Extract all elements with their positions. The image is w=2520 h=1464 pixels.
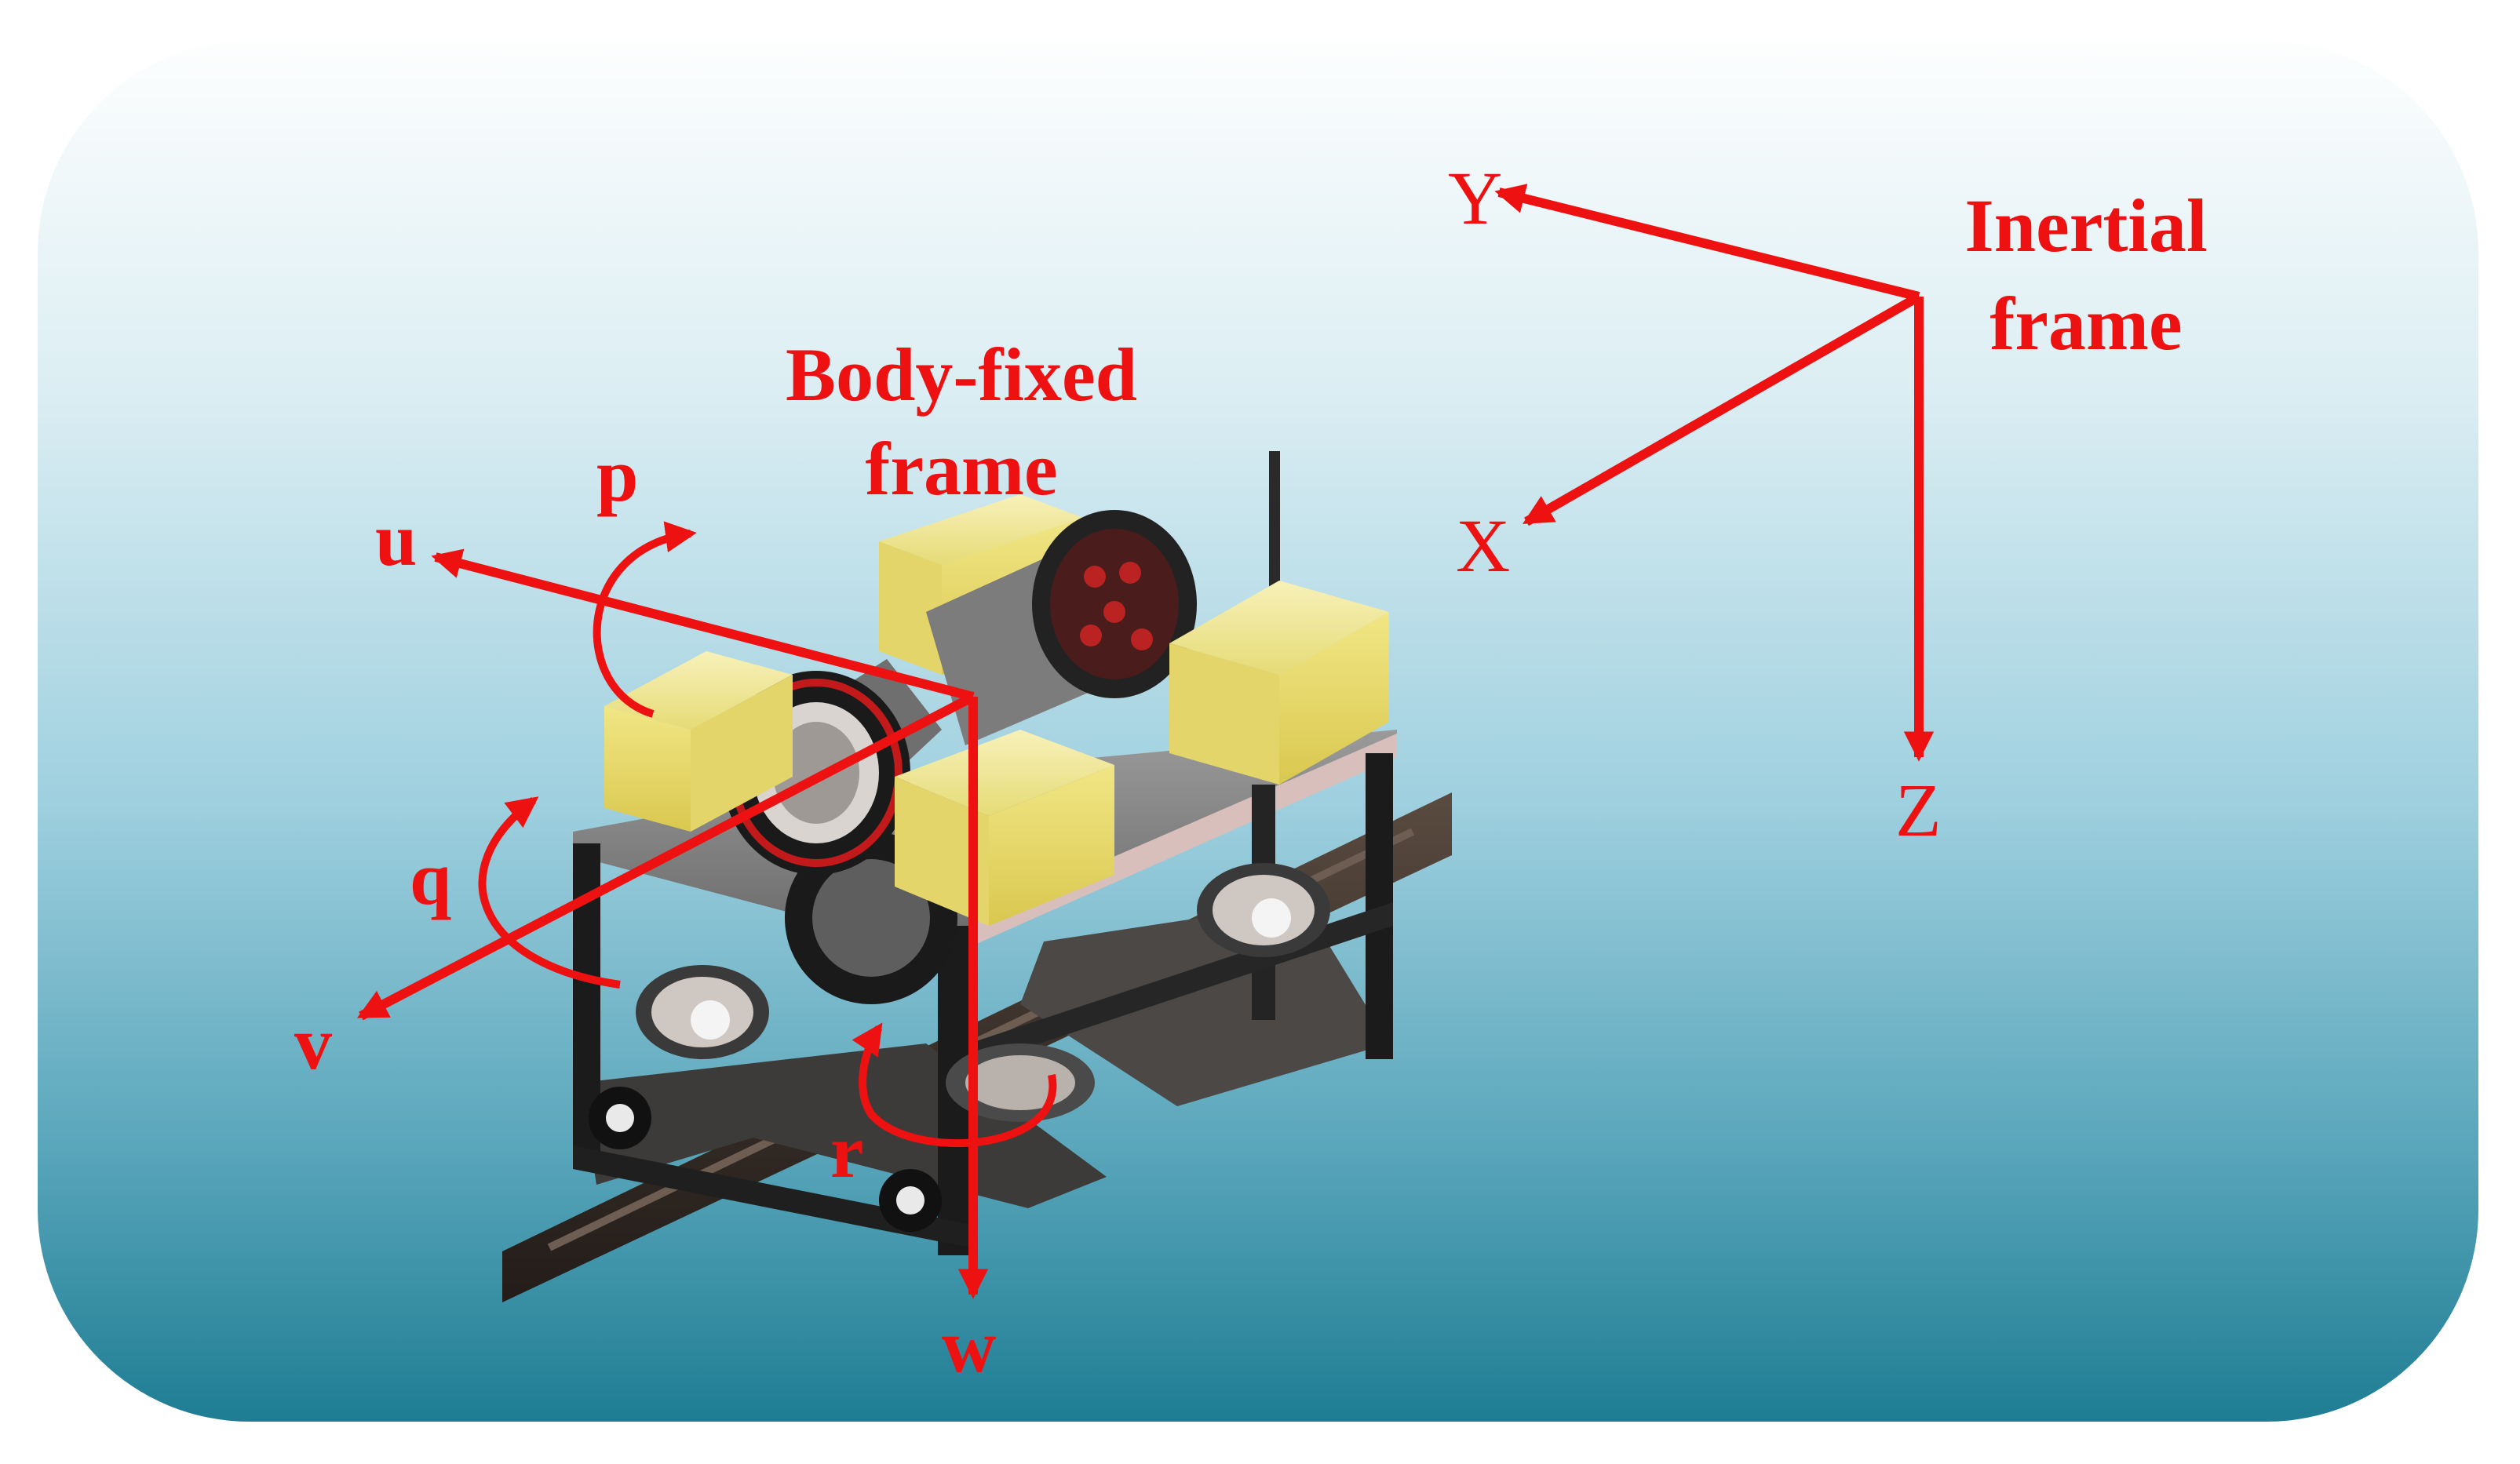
- yaw-rotation-arc: [852, 1022, 1057, 1148]
- body-frame-title-line2: frame: [865, 427, 1057, 511]
- thruster-left: [636, 965, 769, 1059]
- body-frame-title-line1: Body-fixed: [786, 333, 1137, 417]
- body-q-label: q: [410, 836, 451, 920]
- body-p-label: p: [596, 433, 638, 517]
- inertial-frame: Y X Z Inertial frame: [1448, 156, 2208, 852]
- wheel-left-hub: [606, 1104, 634, 1132]
- body-u-label: u: [375, 497, 417, 581]
- inertial-x-axis: [1523, 292, 1921, 526]
- frame-rail-bottom: [573, 1145, 969, 1247]
- inertial-x-label: X: [1456, 504, 1510, 588]
- inertial-frame-title-line1: Inertial: [1964, 184, 2207, 268]
- rov-icon: [502, 451, 1452, 1302]
- roll-rotation-arc: [593, 521, 697, 718]
- body-v-label: v: [294, 1001, 332, 1085]
- body-fixed-frame: u v w p q r Body-fixed frame: [294, 333, 1137, 1388]
- body-v-axis: [356, 692, 976, 1021]
- thruster-right: [1197, 863, 1330, 957]
- light-cylinder: [926, 510, 1197, 745]
- buoyancy-box-right: [1169, 581, 1389, 785]
- inertial-y-axis: [1494, 184, 1920, 301]
- inertial-z-label: Z: [1895, 768, 1942, 852]
- pitch-rotation-arc: [478, 796, 621, 989]
- inertial-y-label: Y: [1448, 156, 1502, 240]
- body-u-axis: [431, 548, 975, 701]
- inertial-frame-title-line2: frame: [1989, 282, 2182, 366]
- thruster-center: [946, 1043, 1095, 1122]
- body-w-label: w: [942, 1304, 996, 1388]
- buoyancy-box-front: [895, 730, 1114, 926]
- body-r-label: r: [830, 1109, 864, 1193]
- wheel-right-hub: [896, 1186, 924, 1215]
- deck-plate-edge: [973, 734, 1397, 945]
